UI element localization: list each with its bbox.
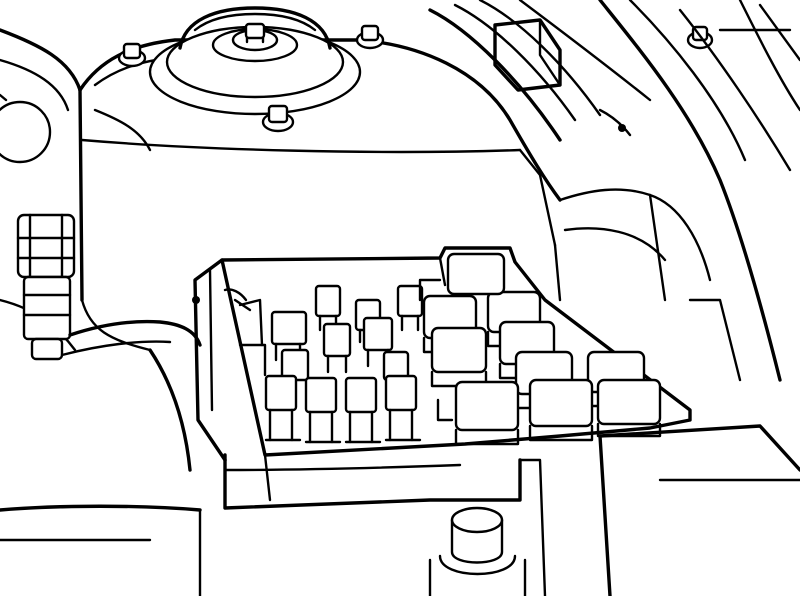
mount-nut: [261, 104, 295, 133]
lower-body: [0, 348, 202, 596]
fuse: [264, 374, 302, 442]
fuse: [314, 284, 342, 332]
relay-box-details: [238, 278, 454, 422]
relay: [528, 378, 594, 442]
right-body-panels: [428, 0, 800, 382]
mount-nuts: [117, 24, 714, 133]
left-mounting-bolt: [16, 213, 76, 361]
fuse: [322, 322, 352, 374]
fuse: [396, 284, 424, 332]
wire-harness: [60, 319, 202, 357]
mount-nut: [355, 24, 385, 50]
strut-mount: [148, 6, 362, 116]
fuse-row-top: [270, 284, 424, 362]
relay: [596, 378, 662, 438]
relay-block: [422, 252, 662, 446]
battery-tray-panel: [518, 424, 800, 596]
relay: [454, 380, 520, 446]
fuse-row-front: [264, 374, 422, 444]
fuse-row-middle: [280, 316, 410, 382]
relay: [430, 326, 488, 388]
fluid-reservoir-cap: [428, 506, 527, 596]
fuse: [344, 376, 382, 444]
mount-nut: [117, 42, 147, 68]
fuse: [384, 374, 422, 442]
relay: [446, 252, 506, 296]
fuse: [304, 376, 342, 444]
